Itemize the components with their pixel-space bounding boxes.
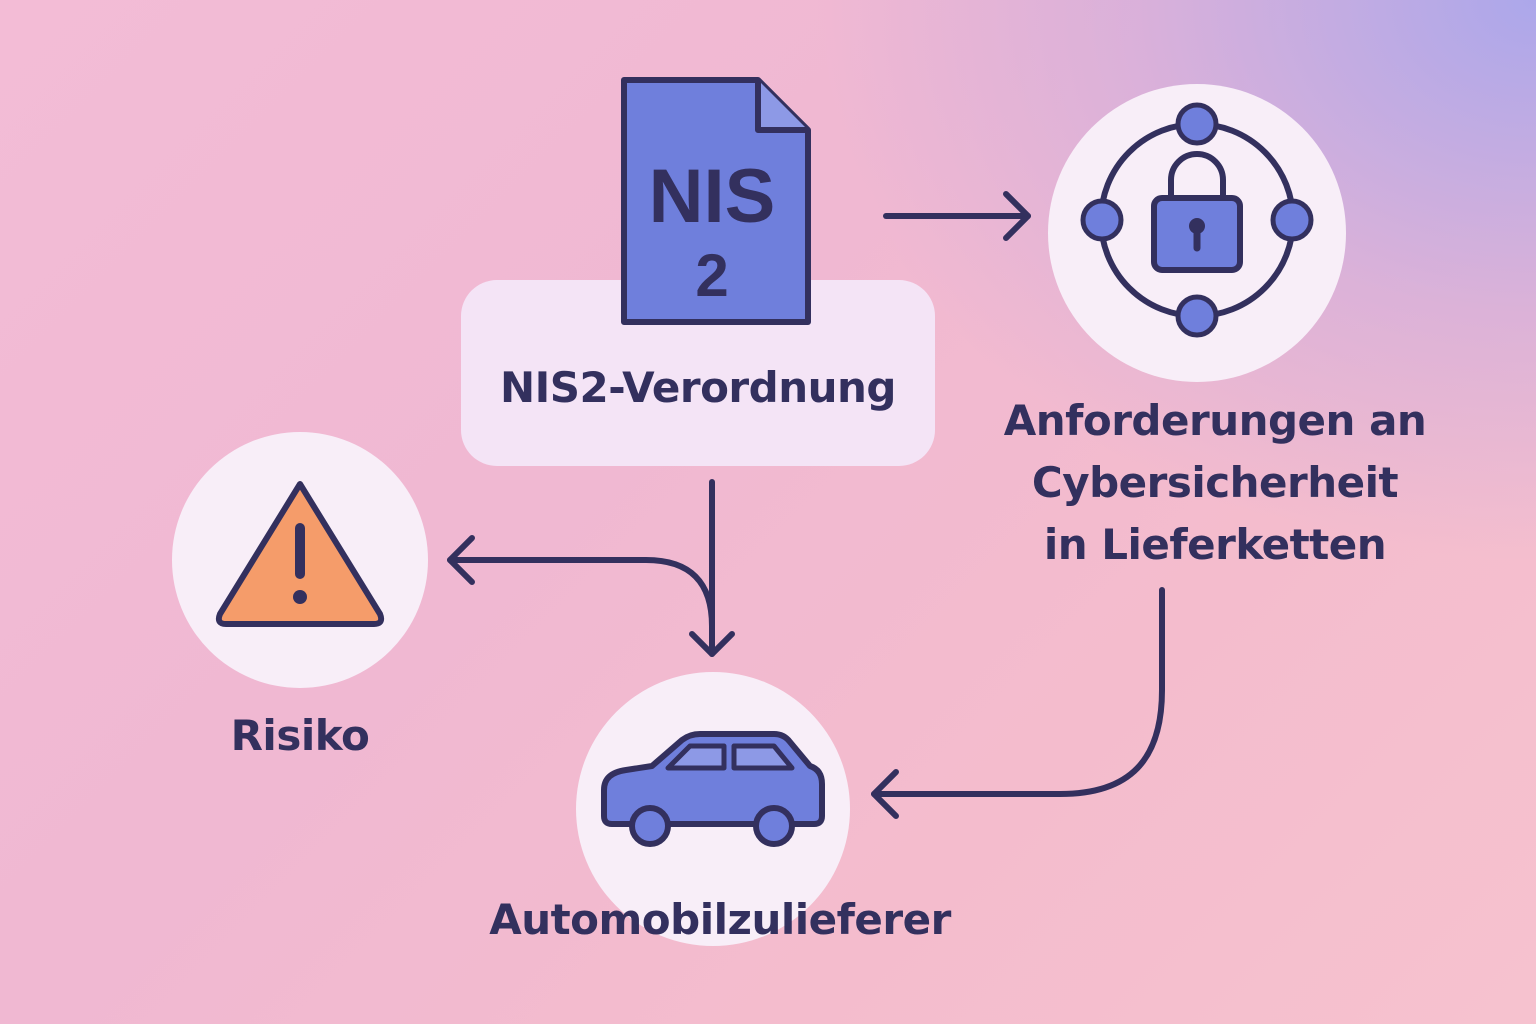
- requirements-label-line: Cybersicherheit: [1031, 458, 1399, 507]
- document-label-line2: 2: [695, 242, 728, 309]
- requirements-label: Anforderungen an Cybersicherheit in Lief…: [990, 390, 1440, 576]
- arrow-requirements-to-supplier: [871, 587, 1165, 819]
- arrow-regulation-to-risk: [447, 535, 715, 629]
- risk-label: Risiko: [230, 711, 370, 760]
- arrow-regulation-to-requirements: [883, 191, 1031, 241]
- regulation-label: NIS2-Verordnung: [500, 363, 896, 412]
- supplier-label: Automobilzulieferer: [489, 895, 951, 944]
- requirements-label-line: Anforderungen an: [1003, 396, 1427, 445]
- requirements-label-line: in Lieferketten: [1043, 520, 1387, 569]
- document-label-line1: NIS: [649, 154, 776, 239]
